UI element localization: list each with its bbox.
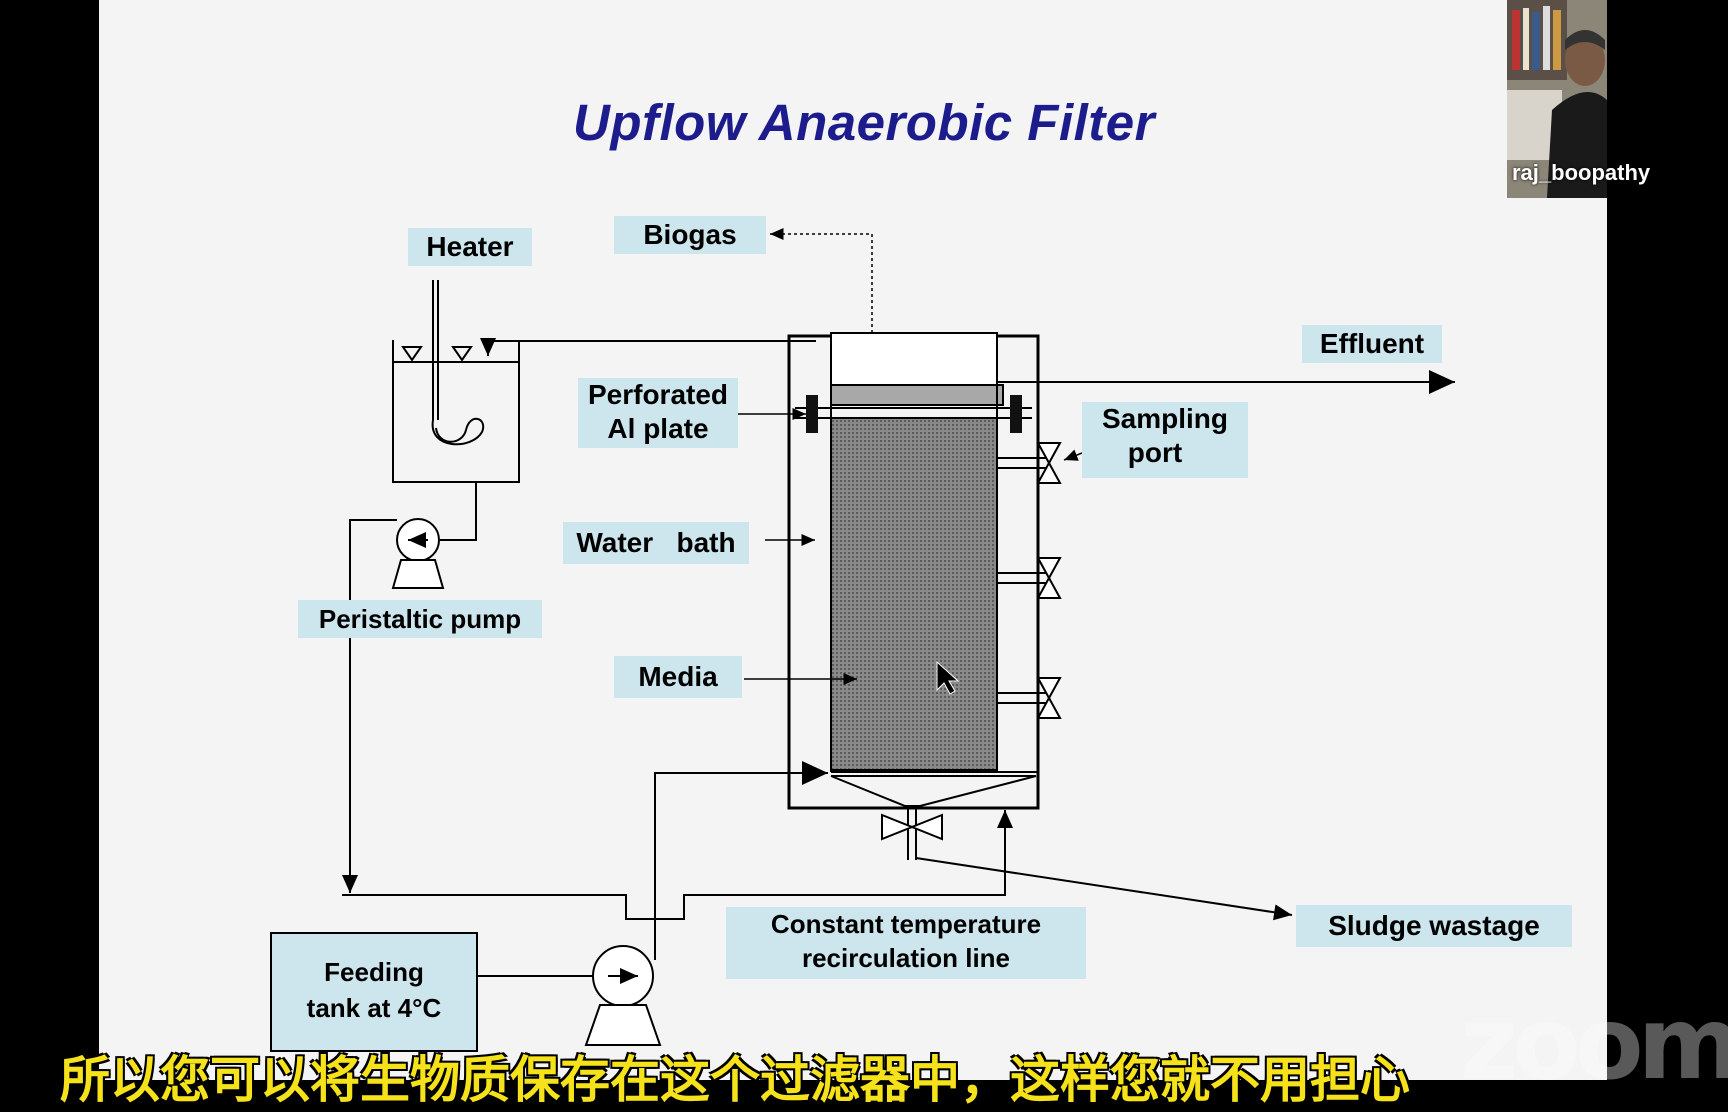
label-recirculation: Constant temperature recirculation line xyxy=(726,907,1086,979)
reactor-headspace xyxy=(830,332,998,386)
label-sampling-port: Sampling port xyxy=(1082,402,1248,478)
sludge-line xyxy=(915,857,1293,921)
label-media: Media xyxy=(614,656,742,698)
feeding-tank: Feeding tank at 4°C xyxy=(270,932,478,1052)
label-perforated-line1: Perforated xyxy=(587,379,729,410)
bath-return-line xyxy=(480,338,816,356)
label-recirc-line2: recirculation line xyxy=(801,943,1011,973)
label-water-bath: Water bath xyxy=(563,522,749,564)
zoom-watermark: zoom xyxy=(1460,985,1728,1102)
peristaltic-pump-symbol xyxy=(391,518,445,589)
reactor-cone xyxy=(830,771,1038,807)
label-peristaltic-pump: Peristaltic pump xyxy=(298,600,542,638)
cursor-icon xyxy=(936,660,960,695)
label-biogas: Biogas xyxy=(614,216,766,254)
label-perforated-line2: Al plate xyxy=(607,413,709,444)
heater-tank xyxy=(392,280,520,483)
heater-outlet-line xyxy=(440,482,477,541)
feeding-pump-symbol xyxy=(584,945,662,1046)
label-heater: Heater xyxy=(408,228,532,266)
sludge-valve xyxy=(881,806,943,860)
label-sampling-line2: port xyxy=(1127,437,1183,468)
uaf-diagram xyxy=(342,228,1455,1046)
label-recirc-line1: Constant temperature xyxy=(770,909,1042,939)
webcam-participant-name: raj_boopathy xyxy=(1512,160,1651,185)
label-feeding-line2: tank at 4°C xyxy=(306,993,442,1023)
label-sludge-wastage: Sludge wastage xyxy=(1296,905,1572,947)
subtitle-caption: 所以您可以将生物质保存在这个过滤器中，这样您就不用担心 xyxy=(60,1051,1410,1109)
sampling-ports xyxy=(997,442,1062,719)
biogas-line xyxy=(770,228,873,333)
label-effluent: Effluent xyxy=(1302,325,1442,363)
slide-title: Upflow Anaerobic Filter xyxy=(573,94,1155,151)
feed-line xyxy=(654,761,828,960)
webcam-video[interactable] xyxy=(1507,0,1607,198)
label-perforated-plate: Perforated Al plate xyxy=(578,378,738,448)
label-sampling-line1: Sampling xyxy=(1101,403,1228,434)
label-feeding-line1: Feeding xyxy=(324,957,424,987)
pump-loop-line xyxy=(342,519,397,893)
media-bed xyxy=(830,417,998,771)
recirculation-line xyxy=(342,810,1013,920)
webcam-scene xyxy=(1507,0,1607,198)
